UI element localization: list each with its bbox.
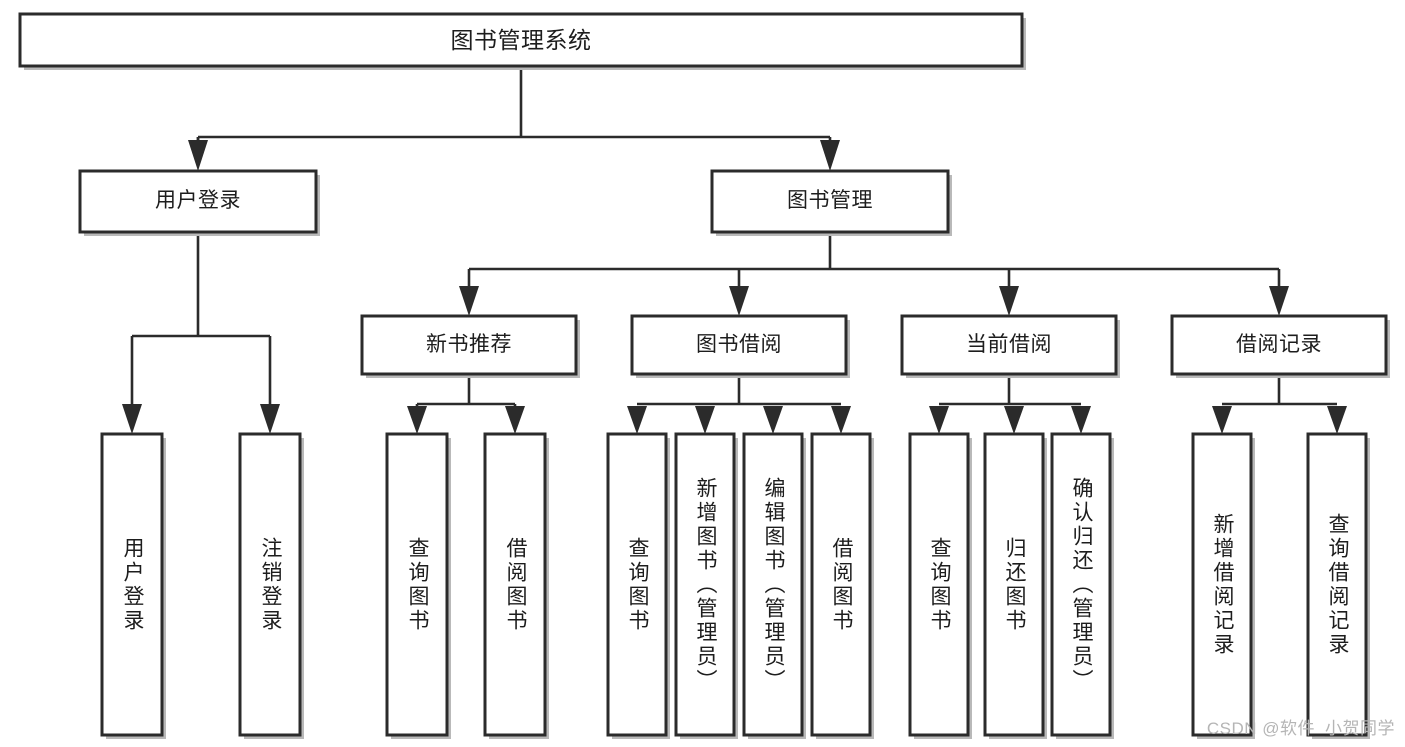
- arrow-to-leaf-query-book-recommend: [407, 406, 427, 434]
- arrow-to-leaf-add-book: [695, 406, 715, 434]
- node-box-leaf-add-book[interactable]: [674, 432, 736, 737]
- arrow-to-leaf-user-login: [122, 404, 142, 434]
- arrow-to-leaf-borrow-book: [831, 406, 851, 434]
- arrow-to-borrow-record: [1269, 286, 1289, 316]
- node-box-leaf-query-book-current[interactable]: [908, 432, 970, 737]
- node-box-leaf-borrow-book-recommend[interactable]: [483, 432, 547, 737]
- connector-layer: [122, 66, 1347, 434]
- arrow-to-new-book-recommend: [459, 286, 479, 316]
- node-box-book-manage[interactable]: [710, 169, 950, 234]
- node-box-new-book-recommend[interactable]: [360, 314, 578, 376]
- arrow-to-leaf-return-book: [1004, 406, 1024, 434]
- arrow-to-current-borrow: [999, 286, 1019, 316]
- csdn-watermark: CSDN @软件_小贺同学: [1206, 719, 1395, 738]
- node-box-user-login[interactable]: [78, 169, 318, 234]
- node-box-leaf-query-book-borrow[interactable]: [606, 432, 668, 737]
- node-box-leaf-query-book-recommend[interactable]: [385, 432, 449, 737]
- node-box-root[interactable]: [18, 12, 1024, 68]
- arrow-to-leaf-logout: [260, 404, 280, 434]
- node-box-leaf-return-book[interactable]: [983, 432, 1045, 737]
- arrow-to-leaf-query-book-borrow: [627, 406, 647, 434]
- arrow-to-leaf-edit-book: [763, 406, 783, 434]
- node-box-current-borrow[interactable]: [900, 314, 1118, 376]
- arrow-to-book-borrow: [729, 286, 749, 316]
- node-box-leaf-edit-book[interactable]: [742, 432, 804, 737]
- node-box-leaf-borrow-book[interactable]: [810, 432, 872, 737]
- node-box-leaf-confirm-return[interactable]: [1050, 432, 1112, 737]
- node-box-book-borrow[interactable]: [630, 314, 848, 376]
- arrow-to-leaf-add-record: [1212, 406, 1232, 434]
- arrow-to-leaf-query-book-current: [929, 406, 949, 434]
- node-box-leaf-logout[interactable]: [238, 432, 302, 737]
- node-box-leaf-query-record[interactable]: [1306, 432, 1368, 737]
- node-box-leaf-user-login[interactable]: [100, 432, 164, 737]
- arrow-to-leaf-borrow-book-recommend: [505, 406, 525, 434]
- arrow-to-book-manage: [820, 140, 840, 171]
- arrow-to-leaf-query-record: [1327, 406, 1347, 434]
- node-box-leaf-add-record[interactable]: [1191, 432, 1253, 737]
- arrow-to-leaf-confirm-return: [1071, 406, 1091, 434]
- node-box-borrow-record[interactable]: [1170, 314, 1388, 376]
- node-box-layer: [18, 12, 1390, 739]
- arrow-to-user-login: [188, 140, 208, 171]
